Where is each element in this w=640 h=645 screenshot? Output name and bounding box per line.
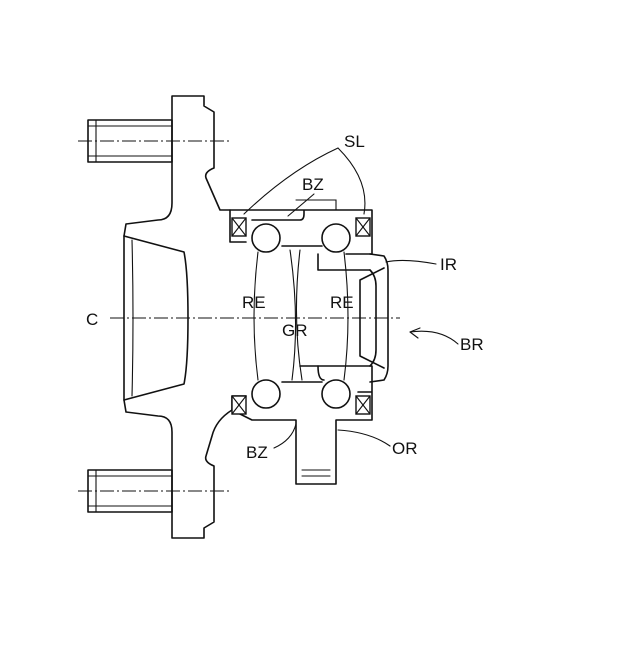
label-bz-bottom: BZ [246, 443, 268, 462]
or-leader [338, 430, 390, 446]
bz-top-step [296, 200, 336, 210]
outer-ring-bottom [232, 366, 372, 484]
seal-top-left [232, 218, 246, 236]
bz-top-leader [288, 194, 314, 216]
label-ir: IR [440, 255, 457, 274]
bz-bottom-leader [274, 424, 296, 448]
seal-bottom-left [232, 396, 246, 414]
label-bz-top: BZ [302, 175, 324, 194]
gr-line-center-left [290, 250, 296, 380]
label-sl: SL [344, 132, 365, 151]
outer-ring-top [230, 210, 372, 254]
gr-line-right [344, 252, 348, 380]
label-re-right: RE [330, 293, 354, 312]
br-arrow [410, 328, 420, 338]
ball-top-right [322, 224, 350, 252]
seal-bottom-right [356, 396, 370, 414]
ball-top-left [252, 224, 280, 252]
label-c: C [86, 310, 98, 329]
label-gr: GR [282, 321, 308, 340]
gr-line-center-right [296, 250, 302, 380]
label-re-left: RE [242, 293, 266, 312]
ir-leader [386, 260, 436, 264]
inner-ring-bottom [282, 366, 324, 382]
ball-bottom-right [322, 380, 350, 408]
or-thread [302, 470, 330, 476]
seal-top-right [356, 218, 370, 236]
label-br: BR [460, 335, 484, 354]
label-or: OR [392, 439, 418, 458]
inner-ring-top [282, 246, 370, 270]
ball-bottom-left [252, 380, 280, 408]
gr-line-left [254, 252, 258, 380]
